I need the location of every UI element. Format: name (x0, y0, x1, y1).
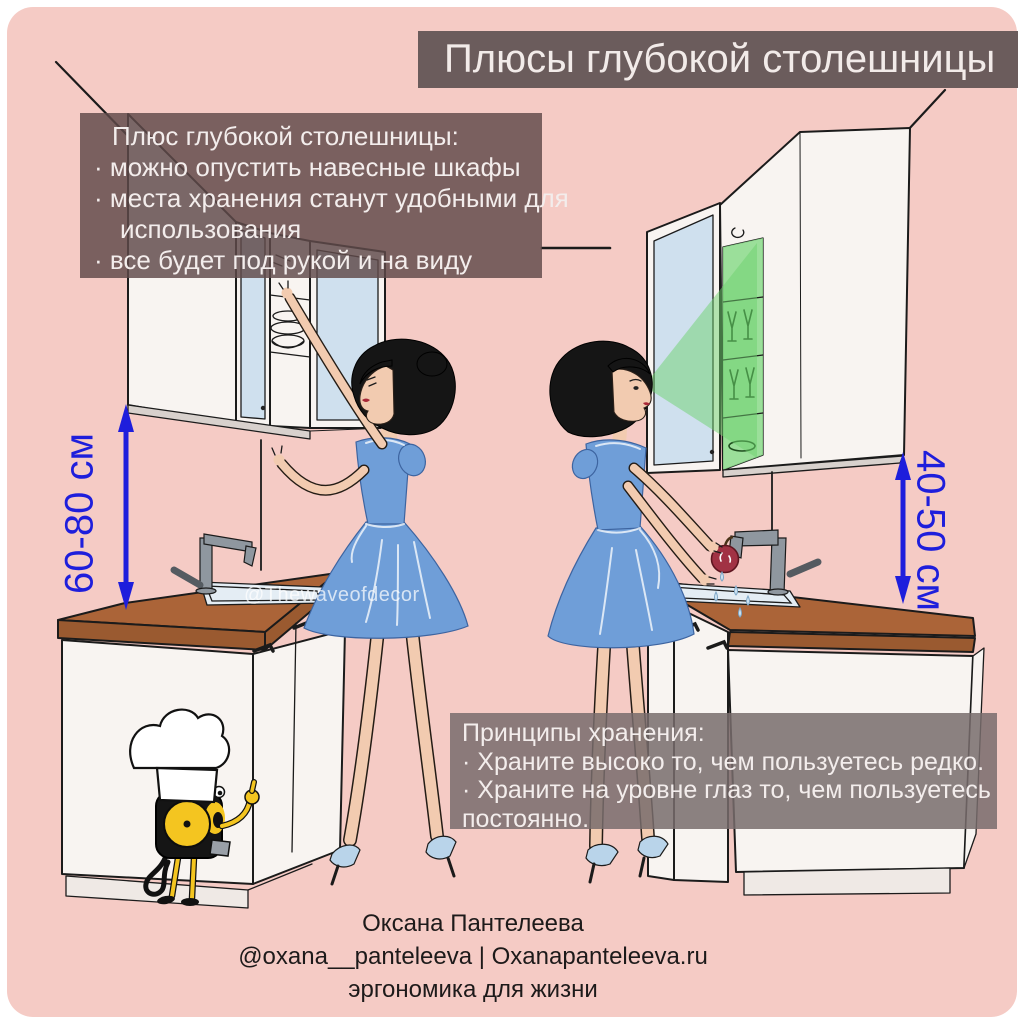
page-title: Плюсы глубокой столешницы (444, 37, 996, 81)
chef-hat (129, 708, 231, 804)
left-woman (271, 280, 469, 886)
footer-handle: @oxana__panteleeva | Oxanapanteleeva.ru (238, 943, 708, 970)
principles-heading: Принципы хранения: (462, 719, 705, 747)
left-height-arrow (118, 404, 134, 610)
right-wall-cabinet (646, 127, 911, 478)
watermark: @Thewaveofdecor (244, 584, 420, 606)
stacked-dishes (270, 310, 306, 349)
right-woman (547, 340, 750, 884)
info-left-item: · все будет под рукой и на виду (94, 245, 473, 275)
water-drops (714, 570, 750, 618)
left-woman-shoes (329, 835, 457, 886)
left-faucet (170, 533, 257, 595)
principles-item: · Храните высоко то, чем пользуетесь ред… (462, 747, 985, 776)
info-box-principles: Принципы хранения: · Храните высоко то, … (450, 713, 997, 833)
right-woman-head (549, 340, 653, 438)
measure-label-left: 60-80 см (57, 433, 102, 594)
right-faucet (728, 529, 822, 596)
info-left-item: · места хранения станут удобными для (94, 183, 569, 213)
left-woman-head (351, 338, 456, 436)
info-left-heading: Плюс глубокой столешницы: (112, 121, 459, 151)
info-box-left: Плюс глубокой столешницы: · можно опусти… (80, 113, 569, 278)
tape-hook (209, 839, 231, 857)
footer-author: Оксана Пантелеева (362, 910, 584, 937)
right-height-arrow (895, 452, 911, 604)
principles-item-continued: постоянно. (462, 804, 590, 833)
info-left-item-continued: использования (120, 214, 302, 244)
vision-cone (644, 243, 757, 458)
skirt (547, 525, 695, 649)
footer-tagline: эргономика для жизни (348, 976, 598, 1003)
tape-measure-chef-mascot (129, 708, 260, 906)
measure-label-right: 40-50 см (908, 450, 953, 611)
info-left-item: · можно опустить навесные шкафы (94, 152, 521, 182)
drawer-handle (706, 639, 729, 650)
footer: Оксана Пантелеева @oxana__panteleeva | O… (170, 907, 776, 1006)
tape-strap (143, 853, 171, 897)
principles-item: · Храните на уровне глаз то, чем пользуе… (462, 776, 991, 804)
title-bar: Плюсы глубокой столешницы (418, 31, 1018, 88)
left-counter (57, 533, 338, 651)
right-woman-shoes (585, 835, 669, 884)
skirt (303, 521, 469, 639)
drawer-handle (252, 642, 275, 653)
